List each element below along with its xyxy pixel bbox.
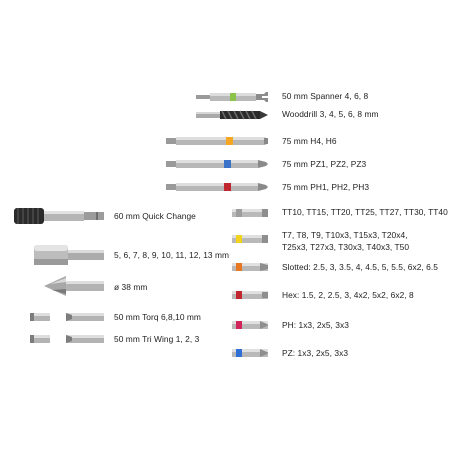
tri-wing-bit-label: 50 mm Tri Wing 1, 2, 3 <box>114 334 200 344</box>
ph-long-bit-image <box>166 183 268 191</box>
wooddrill-bit-image <box>196 110 268 120</box>
torx-bit-label-line-1: T7, T8, T9, T10x3, T15x3, T20x4, <box>282 230 408 240</box>
slotted-bit-image <box>232 263 268 271</box>
ph-bit-image <box>232 321 268 329</box>
torx-bit-label-line-2: T25x3, T27x3, T30x3, T40x3, T50 <box>282 242 410 252</box>
torq-bit-label: 50 mm Torq 6,8,10 mm <box>114 312 201 322</box>
slotted-bit-label: Slotted: 2.5, 3, 3.5, 4, 4.5, 5, 5.5, 6x… <box>282 262 438 272</box>
ph-bit-label: PH: 1x3, 2x5, 3x3 <box>282 320 349 330</box>
hex-bit-label: Hex: 1.5, 2, 2.5, 3, 4x2, 5x2, 6x2, 8 <box>282 290 414 300</box>
torq-bit-image <box>30 313 104 321</box>
nut-setter-label: 5, 6, 7, 8, 9, 10, 11, 12, 13 mm <box>114 250 230 260</box>
tri-wing-bit-image <box>30 335 104 343</box>
torx-tamper-bit-image <box>232 209 268 217</box>
quick-change-holder-image <box>14 208 104 224</box>
nut-setter-image <box>34 245 104 265</box>
pz-bit-image <box>232 349 268 357</box>
h4-h6-bit-image <box>166 137 268 145</box>
h4-h6-bit-label: 75 mm H4, H6 <box>282 136 337 146</box>
quick-change-label: 60 mm Quick Change <box>114 211 196 221</box>
pz-bit-label: PZ: 1x3, 2x5, 3x3 <box>282 348 349 358</box>
pz-long-bit-image <box>166 160 268 168</box>
spanner-bit-label: 50 mm Spanner 4, 6, 8 <box>282 91 369 101</box>
countersink-image <box>44 276 104 296</box>
torx-tamper-bit-label: TT10, TT15, TT20, TT25, TT27, TT30, TT40 <box>282 207 448 217</box>
pz-long-bit-label: 75 mm PZ1, PZ2, PZ3 <box>282 159 367 169</box>
countersink-label: ø 38 mm <box>114 282 148 292</box>
torx-bit-image <box>232 235 268 243</box>
wooddrill-bit-label: Wooddrill 3, 4, 5, 6, 8 mm <box>282 109 379 119</box>
ph-long-bit-label: 75 mm PH1, PH2, PH3 <box>282 182 370 192</box>
hex-bit-image <box>232 291 268 299</box>
spanner-bit-image <box>196 92 268 102</box>
